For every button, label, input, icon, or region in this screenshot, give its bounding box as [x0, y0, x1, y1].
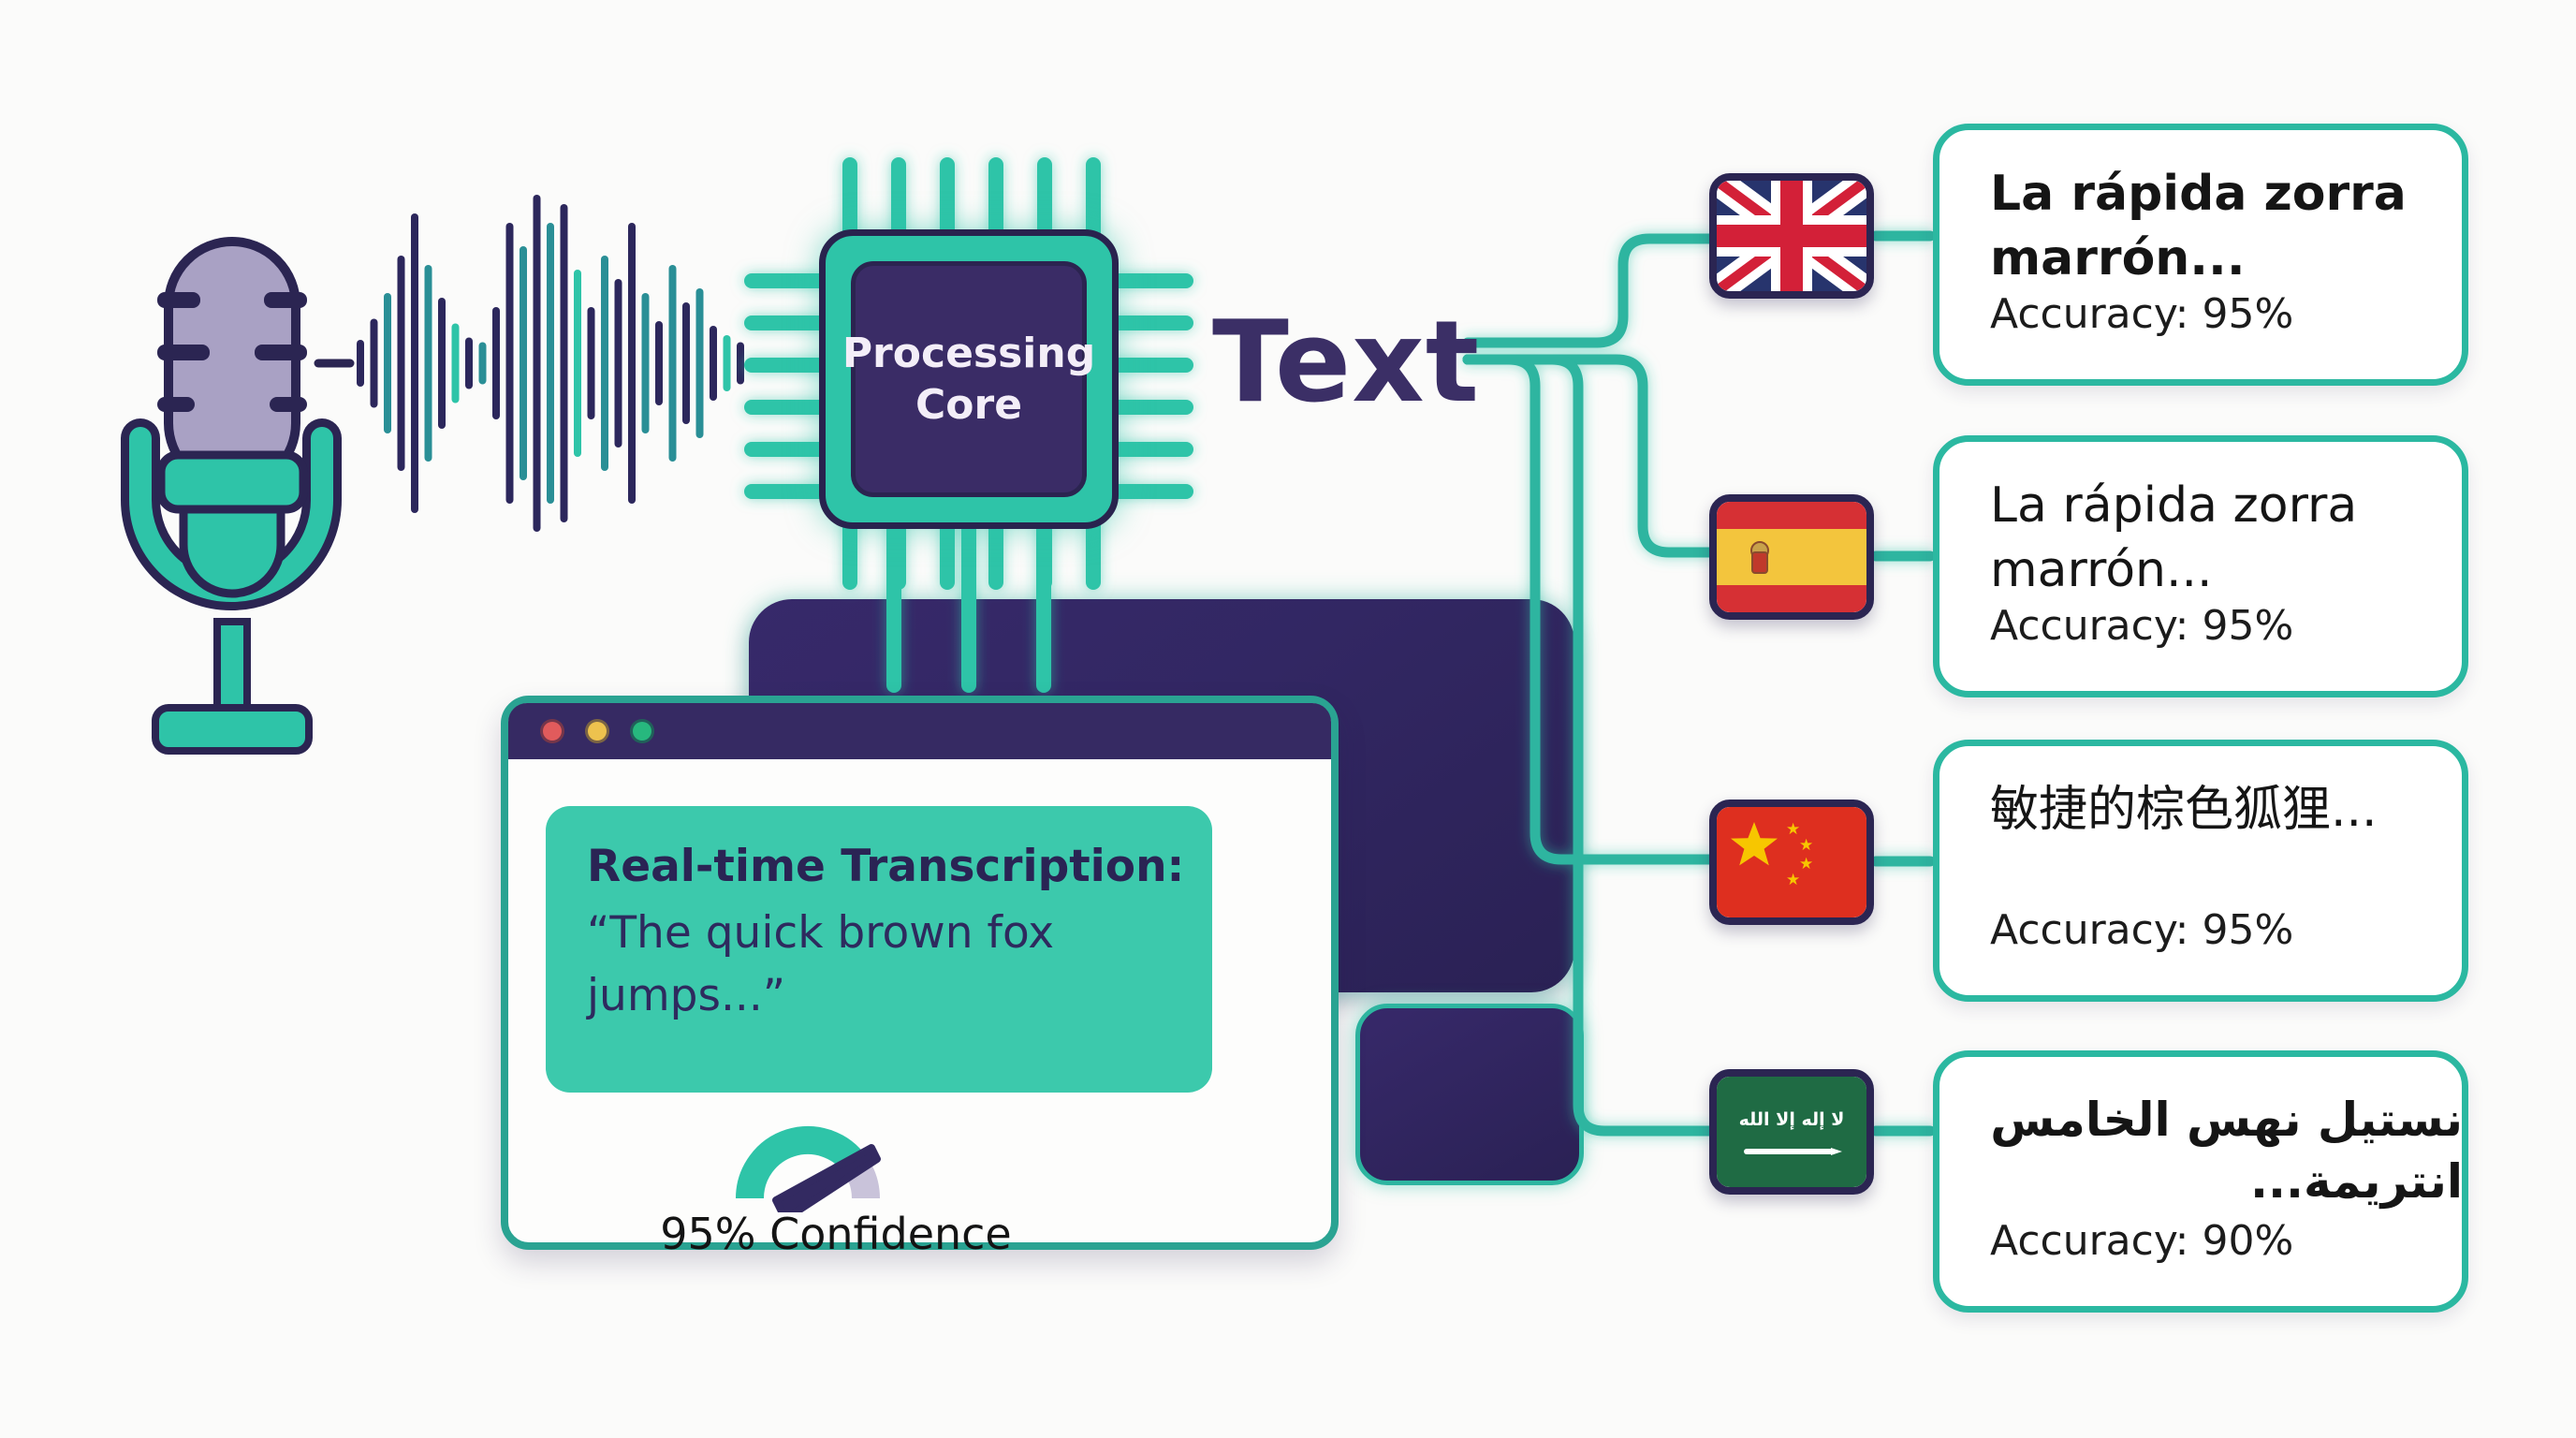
output-card-english: La rápida zorra marrón... Accuracy: 95% [1933, 124, 2468, 386]
minimize-window-icon[interactable] [585, 719, 609, 743]
accuracy-label: Accuracy: 90% [1990, 1217, 2294, 1265]
confidence-label: 95% Confidence [660, 1209, 1012, 1259]
confidence-gauge [736, 1125, 881, 1212]
translated-text: La rápida zorra marrón... [1990, 477, 2358, 598]
window-titlebar [508, 703, 1331, 759]
line-text-to-china [1462, 354, 1715, 865]
translated-text: نستيل نهس الخامس انتريمة... [1990, 1093, 2463, 1209]
chip-label-line2: Core [915, 381, 1023, 429]
svg-text:★: ★ [1786, 820, 1800, 839]
svg-text:★: ★ [1786, 871, 1800, 889]
close-window-icon[interactable] [540, 719, 564, 743]
transcript-title: Real-time Transcription: [587, 841, 1185, 892]
backdrop-panel-small [1355, 1004, 1584, 1185]
uk-flag-icon [1709, 173, 1874, 299]
transcription-window: Real-time Transcription: “The quick brow… [501, 696, 1339, 1259]
transcript-panel: Real-time Transcription: “The quick brow… [546, 806, 1212, 1093]
transcript-quote: “The quick brown fox jumps...” [587, 907, 1055, 1021]
output-card-chinese: 敏捷的棕色狐狸... Accuracy: 95% [1933, 740, 2468, 1002]
line-text-to-saudi [1462, 354, 1715, 1137]
accuracy-label: Accuracy: 95% [1990, 602, 2294, 651]
accuracy-label: Accuracy: 95% [1990, 906, 2294, 954]
gauge-needle [772, 1144, 881, 1212]
china-flag-icon: ★ ★ ★ ★ [1709, 800, 1874, 925]
line-text-to-spain [1462, 354, 1715, 558]
spain-flag-icon [1709, 494, 1874, 620]
audio-waveform [357, 195, 744, 532]
output-card-spanish: La rápida zorra marrón... Accuracy: 95% [1933, 435, 2468, 697]
saudi-flag-icon: لا إله إلا الله [1709, 1069, 1874, 1195]
line-text-to-uk [1462, 233, 1715, 348]
microphone-icon [121, 237, 342, 755]
gauge-arc-filled [736, 1125, 868, 1199]
svg-text:★: ★ [1799, 836, 1813, 855]
text-output-label: Text [1212, 298, 1481, 428]
translated-text: La rápida zorra marrón... [1990, 166, 2407, 286]
chip-die: Processing Core [842, 261, 1095, 497]
output-card-arabic: نستيل نهس الخامس انتريمة... Accuracy: 90… [1933, 1050, 2468, 1313]
translated-text: 敏捷的棕色狐狸... [1990, 782, 2378, 838]
chip-label-line1: Processing [842, 330, 1096, 377]
svg-text:★: ★ [1799, 855, 1813, 873]
zoom-window-icon[interactable] [630, 719, 654, 743]
processing-core-chip: Processing Core [819, 229, 1119, 529]
svg-text:لا إله إلا الله: لا إله إلا الله [1739, 1109, 1845, 1130]
accuracy-label: Accuracy: 95% [1990, 290, 2294, 339]
